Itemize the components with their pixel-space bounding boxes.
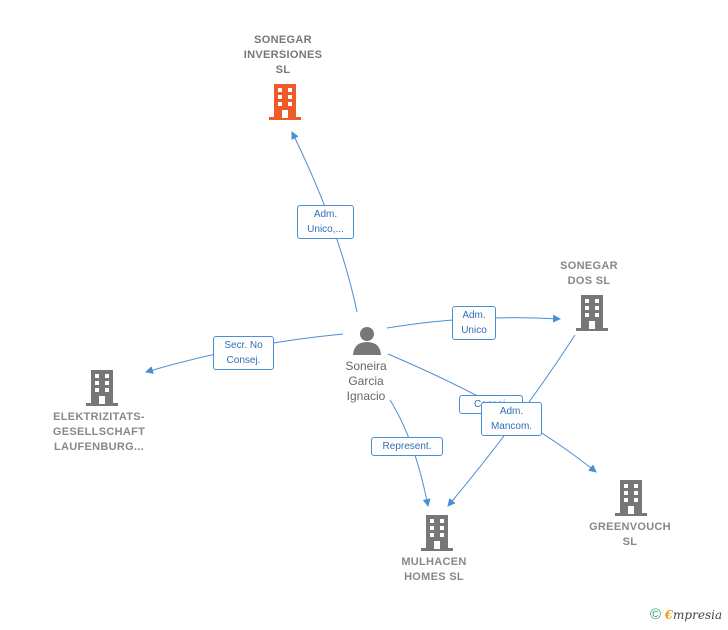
edge-label-to-elektrizitats[interactable]: Secr. No Consej. bbox=[213, 336, 274, 370]
company-label-greenvouch[interactable]: GREENVOUCH SL bbox=[589, 521, 671, 548]
company-label-sonegar-dos[interactable]: SONEGAR DOS SL bbox=[560, 260, 618, 287]
building-icon[interactable] bbox=[421, 515, 453, 551]
company-label-elektrizitats[interactable]: ELEKTRIZITATS- GESELLSCHAFT LAUFENBURG..… bbox=[52, 411, 146, 453]
copyright-icon: © bbox=[650, 606, 662, 623]
edge-label-to-mulhacen[interactable]: Represent. bbox=[371, 437, 443, 456]
person-label[interactable]: Soneira Garcia Ignacio bbox=[345, 359, 387, 403]
edge-label-to-dos[interactable]: Adm. Unico bbox=[452, 306, 496, 340]
edge-label-to-inversiones[interactable]: Adm. Unico,... bbox=[297, 205, 354, 239]
building-icon[interactable] bbox=[86, 370, 118, 406]
building-icon[interactable] bbox=[576, 295, 608, 331]
footer-brand: © €mpresia bbox=[650, 606, 722, 623]
edge-label-dos-to-mulhacen[interactable]: Adm. Mancom. bbox=[481, 402, 542, 436]
company-label-sonegar-inversiones[interactable]: SONEGAR INVERSIONES SL bbox=[243, 34, 323, 76]
building-icon[interactable] bbox=[269, 84, 301, 120]
company-label-mulhacen[interactable]: MULHACEN HOMES SL bbox=[401, 556, 467, 583]
person-icon[interactable] bbox=[352, 325, 382, 355]
building-icon[interactable] bbox=[615, 480, 647, 516]
brand-logo: €mpresia bbox=[664, 608, 723, 622]
